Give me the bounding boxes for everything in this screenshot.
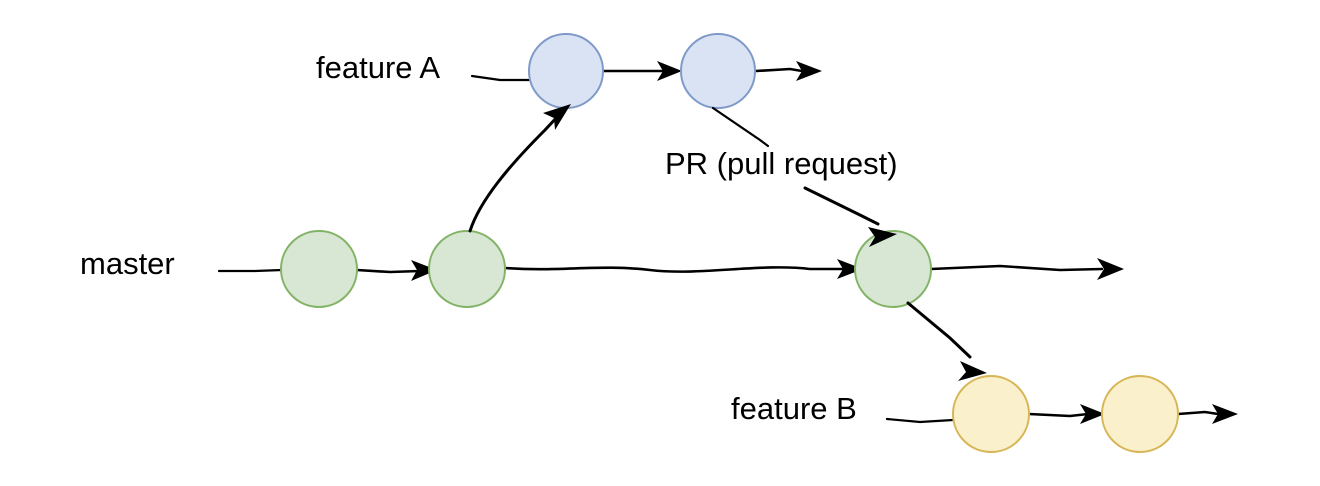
arrow-head-feature-b-1 (1080, 404, 1105, 424)
branch-lane-feature-a: feature A (316, 33, 822, 109)
branch-label-master: master (80, 246, 175, 281)
connection-pr-merge-to-master (803, 186, 897, 247)
branch-arrow-line-feature-b (906, 301, 972, 359)
leader-line-master (217, 268, 284, 273)
arrow-head-master-1 (411, 260, 437, 281)
branch-arrow-line-pr-merge (803, 186, 880, 226)
arrow-head-branch-feature-a (543, 104, 571, 130)
connection-branch-off-feature-a (468, 104, 571, 233)
annotation-label-pull-request: PR (pull request) (665, 146, 898, 181)
arrow-head-branch-feature-b (958, 361, 987, 381)
arrow-head-feature-b-2 (1212, 404, 1238, 424)
arrow-head-feature-a-1 (657, 61, 682, 81)
arrow-head-master-2 (837, 259, 863, 279)
arrow-head-master-3 (1097, 258, 1124, 280)
branch-lane-master: master (80, 230, 1124, 308)
commit-node-feature-b-1[interactable] (952, 375, 1030, 453)
flow-segment-master-2 (503, 266, 847, 273)
flow-segment-feature-a-2 (754, 67, 804, 73)
leader-line-pull-request (711, 106, 770, 148)
branch-arrow-line-feature-a (468, 113, 561, 233)
leader-line-feature-a (470, 74, 531, 82)
arrow-head-pr-merge (868, 227, 897, 247)
flow-segment-master-1 (355, 268, 422, 274)
arrow-head-feature-a-2 (796, 61, 822, 81)
connection-branch-off-feature-b (906, 301, 987, 381)
flow-segment-master-3 (929, 264, 1104, 272)
flow-segment-feature-b-2 (1176, 410, 1220, 416)
branch-lane-feature-b: feature B (731, 375, 1238, 453)
flow-segment-feature-b-1 (1027, 412, 1090, 418)
commit-node-feature-a-1[interactable] (528, 33, 604, 109)
connection-pr-leader (711, 106, 770, 148)
leader-line-feature-b (885, 417, 955, 424)
commit-node-feature-a-2[interactable] (680, 33, 756, 109)
commit-node-master-3[interactable] (854, 230, 932, 308)
branch-label-feature-b: feature B (731, 391, 857, 426)
commit-node-master-2[interactable] (428, 230, 506, 308)
branch-label-feature-a: feature A (316, 50, 440, 85)
commit-node-feature-b-2[interactable] (1101, 375, 1179, 453)
commit-node-master-1[interactable] (280, 230, 358, 308)
